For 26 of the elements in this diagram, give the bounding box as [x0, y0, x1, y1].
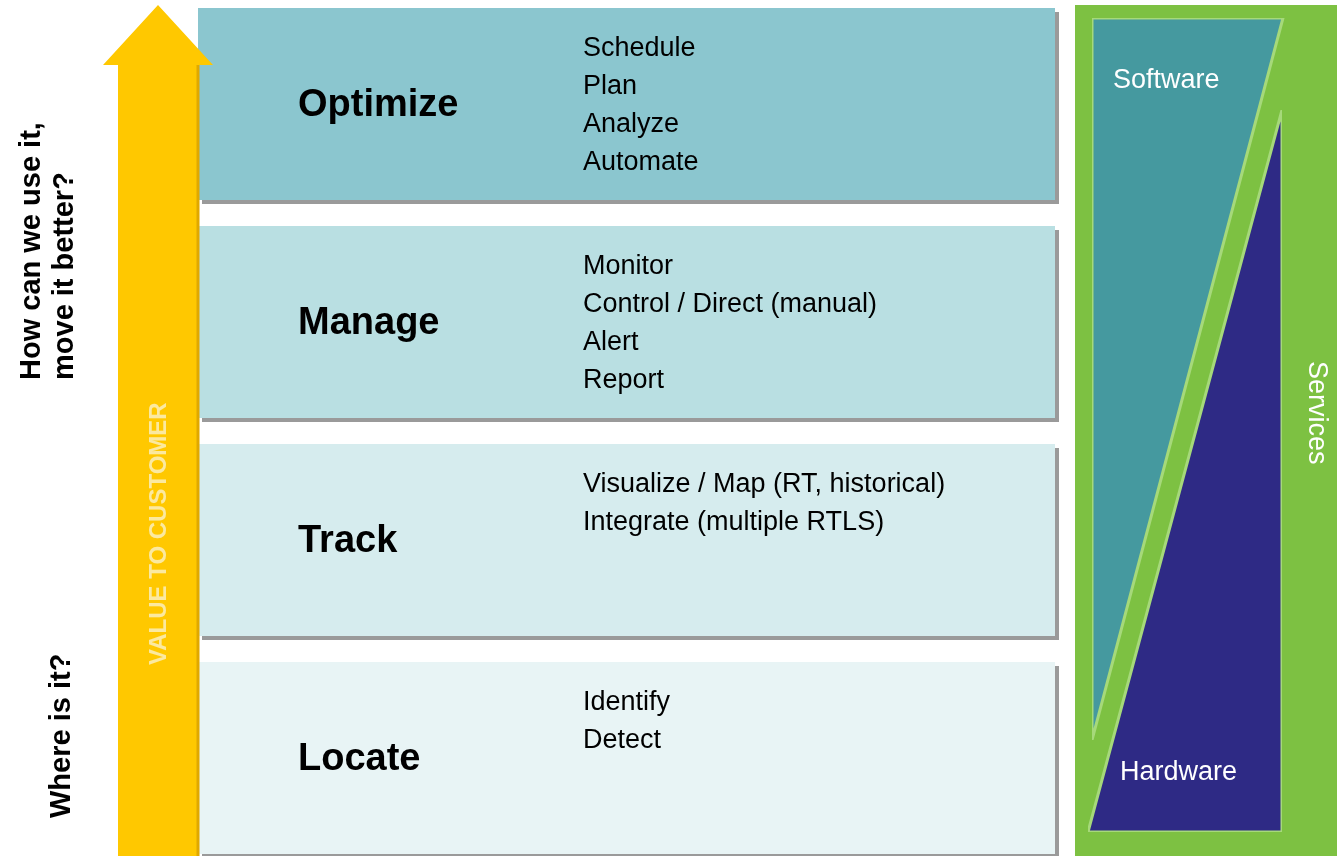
capability-item: Detect	[583, 723, 662, 756]
layer-heading: Track	[298, 518, 398, 561]
capability-item: Analyze	[583, 107, 680, 140]
wedge-label: Hardware	[1120, 756, 1238, 787]
arrow-label: VALUE TO CUSTOMER	[144, 402, 172, 665]
capability-item: Schedule	[583, 31, 696, 64]
capability-item: Identify	[583, 685, 671, 718]
panel-label: Services	[1302, 361, 1333, 465]
software-wedge	[1092, 18, 1286, 740]
capability-item: Monitor	[583, 249, 674, 282]
wedge-label: Software	[1113, 64, 1220, 95]
capability-item: Report	[583, 363, 665, 396]
capability-item: Visualize / Map (RT, historical)	[583, 467, 946, 500]
value-arrow	[103, 5, 213, 856]
layer-heading: Optimize	[298, 82, 459, 125]
layer-heading: Manage	[298, 300, 440, 343]
services-panel	[1075, 5, 1337, 856]
layer-heading: Locate	[298, 736, 421, 779]
capability-item: Automate	[583, 145, 699, 178]
side-question: How can we use it, move it better?	[14, 121, 80, 380]
capability-item: Integrate (multiple RTLS)	[583, 505, 885, 538]
capability-item: Control / Direct (manual)	[583, 287, 878, 320]
capability-item: Plan	[583, 69, 638, 102]
side-question: Where is it?	[44, 653, 77, 818]
capability-item: Alert	[583, 325, 639, 358]
hardware-wedge	[1088, 110, 1282, 832]
